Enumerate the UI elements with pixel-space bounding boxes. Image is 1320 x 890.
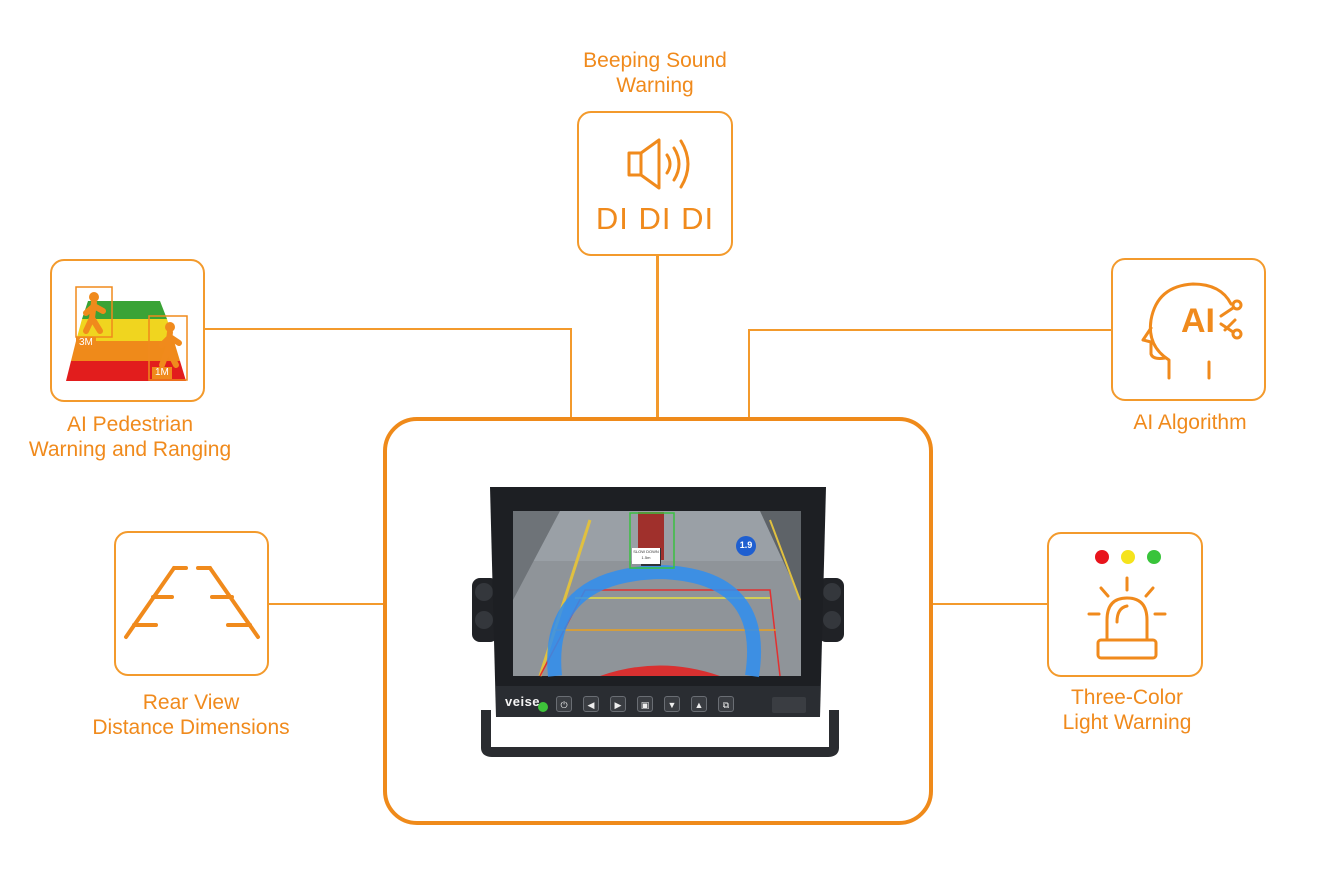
pedestrian-card: 3M 1M [50,259,205,402]
connector-pedestrian-v [570,328,572,419]
up-button[interactable]: ▲ [691,696,707,712]
menu-button[interactable]: ▣ [637,696,653,712]
connector-beeping [656,253,659,419]
algorithm-caption: AI Algorithm [1133,411,1247,434]
down-button[interactable]: ▼ [664,696,680,712]
pedestrian-caption: AI Pedestrian Warning and Ranging [28,413,232,461]
distance-badge: 1.9 [739,540,753,550]
connector-rearview [268,603,385,605]
ai-head-icon [1141,282,1243,380]
light-card [1047,532,1203,677]
speaker-icon [627,138,690,190]
left-button[interactable]: ◀ [583,696,599,712]
connector-algorithm-v [748,329,750,419]
screen-sign: SLOW DOWN 1.5m [633,549,659,560]
algorithm-card: AI [1111,258,1266,401]
light-caption: Three-Color Light Warning [1062,686,1192,734]
power-button[interactable]: ⏻ [556,696,572,712]
source-button[interactable]: ⧉ [718,696,734,712]
green-light-dot [1147,550,1161,564]
connector-algorithm-h [748,329,1112,331]
guide-lines-icon [124,566,260,639]
far-distance-tag: 3M [76,337,96,349]
near-distance-tag: 1M [152,367,172,379]
right-button[interactable]: ▶ [610,696,626,712]
beeping-caption: Beeping Sound Warning [583,49,727,97]
yellow-light-dot [1121,550,1135,564]
ai-icon-text: AI [1181,302,1215,340]
rearview-caption: Rear View Distance Dimensions [92,691,290,739]
connector-pedestrian-h [203,328,572,330]
pedestrian-ranging-icon [66,286,188,381]
connector-light [931,603,1049,605]
warning-beacon-icon [1087,576,1167,660]
red-light-dot [1095,550,1109,564]
brand-logo: veise [505,694,541,709]
beeping-card: DI DI DI [577,111,733,256]
sound-text: DI DI DI [595,201,715,236]
rearview-card [114,531,269,676]
